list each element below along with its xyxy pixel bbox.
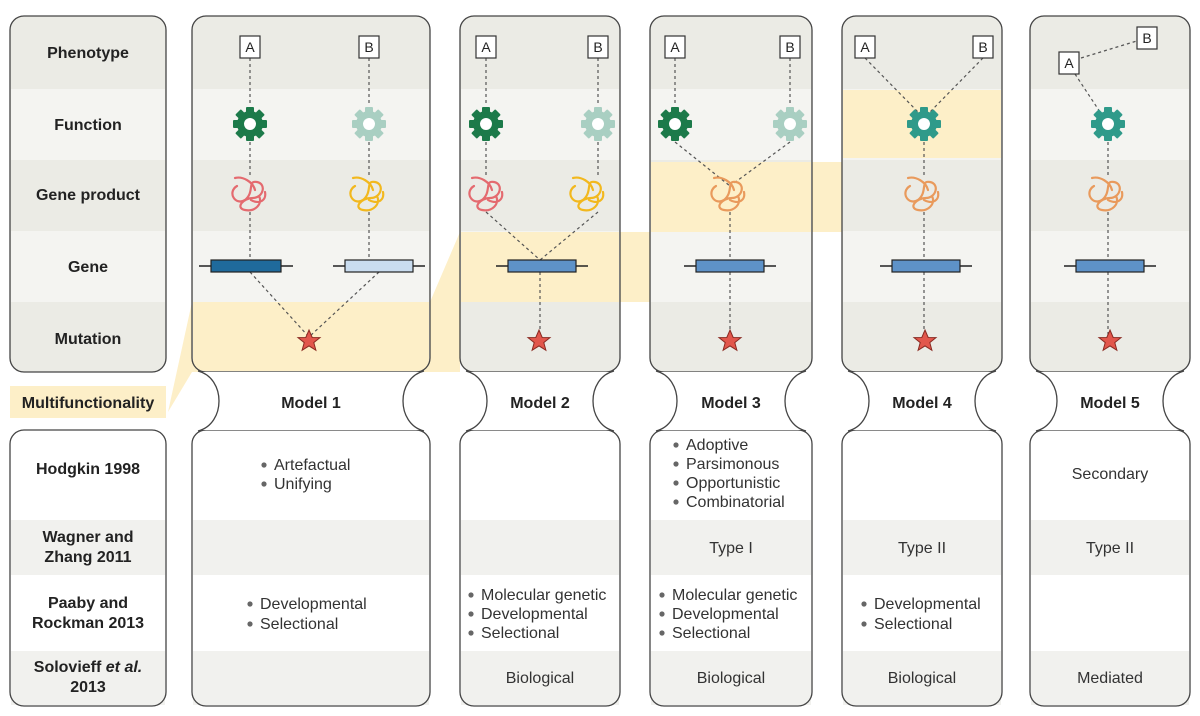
model-5-title: Model 5 [1080,395,1140,412]
hodgkin-model-1-item: Artefactual [274,457,350,474]
row-label-gene: Gene [68,259,108,276]
model-3-title: Model 3 [701,395,761,412]
multifunctionality-label: Multifunctionality [22,395,155,412]
model-3-phenotype-a: A [664,35,686,59]
row-label-wagner-zhang-2011: Zhang 2011 [44,549,131,566]
row-label-paaby-rockman-2013: Paaby and [48,595,128,612]
svg-text:B: B [364,39,373,55]
row-label-phenotype: Phenotype [47,45,129,62]
model-5-phenotype-b: B [1136,26,1158,50]
hodgkin-model-3-item: Combinatorial [686,494,785,511]
paaby-model-3-item-bullet [659,630,665,636]
row-label-mutation: Mutation [55,331,122,348]
reference-label-panel [9,429,167,707]
model-3-gear-light-icon [773,107,807,141]
model-3-phenotype-b: B [779,35,801,59]
svg-text:A: A [670,39,680,55]
paaby-model-1-item-bullet [247,601,253,607]
model-2-gear-dark-icon [469,107,503,141]
model-2-gear-light-icon [581,107,615,141]
hodgkin-model-1-item: Unifying [274,476,332,493]
model-5-gear-teal-icon [1091,107,1125,141]
row-label-hodgkin-1998: Hodgkin 1998 [36,461,140,478]
paaby-model-3-item: Molecular genetic [672,587,797,604]
svg-text:A: A [860,39,870,55]
model-5-gene-icon [1064,259,1156,273]
model-1-gene-light-icon [333,259,425,273]
multifunctionality-label-box [10,386,166,418]
row-label-paaby-rockman-2013: Rockman 2013 [32,615,144,632]
model-3-gene-icon [684,259,776,273]
paaby-model-4-item: Selectional [874,616,952,633]
row-label-panel [9,15,167,373]
paaby-model-4-item-bullet [861,621,867,627]
paaby-model-4-item-bullet [861,601,867,607]
paaby-model-1-item-bullet [247,621,253,627]
paaby-model-3-item: Selectional [672,625,750,642]
model-2-phenotype-a: A [475,35,497,59]
hodgkin-model-3-item: Opportunistic [686,475,780,492]
model-4-gene-icon [880,259,972,273]
model-3-gear-dark-icon [658,107,692,141]
model-4-title: Model 4 [892,395,952,412]
model-1-gear-light-icon [352,107,386,141]
paaby-model-4-item: Developmental [874,596,981,613]
hodgkin-model-3-item-bullet [673,442,679,448]
solovieff-model-5-value: Mediated [1077,670,1143,687]
hodgkin-model-3-item-bullet [673,499,679,505]
model-5-panel: Model 5 [1029,15,1191,707]
wagner-model-3-value: Type I [709,540,753,557]
row-label-solovieff-2013: Solovieff et al. [34,659,142,676]
paaby-model-1-item: Selectional [260,616,338,633]
model-4-gear-teal-icon [907,107,941,141]
hodgkin-model-3-item-bullet [673,480,679,486]
row-label-wagner-zhang-2011: Wagner and [43,529,134,546]
hodgkin-model-3-item-bullet [673,461,679,467]
model-4-phenotype-b: B [972,35,994,59]
model-3-panel: Model 3 [649,15,813,707]
model-1-panel: Model 1 [191,15,431,707]
svg-text:A: A [1064,55,1074,71]
model-1-title: Model 1 [281,395,341,412]
row-label-solovieff-2013-year: 2013 [70,679,106,696]
hodgkin-model-1-item-bullet [261,462,267,468]
wagner-model-4-value: Type II [898,540,946,557]
svg-text:B: B [978,39,987,55]
hodgkin-model-3-item: Parsimonous [686,456,779,473]
model-5-phenotype-a: A [1058,51,1080,75]
paaby-model-2-item: Developmental [481,606,588,623]
paaby-model-2-item-bullet [468,611,474,617]
row-label-gene-product: Gene product [36,187,141,204]
paaby-model-2-item-bullet [468,592,474,598]
model-1-phenotype-a: A [239,35,261,59]
hodgkin-model-5-value: Secondary [1072,466,1149,483]
paaby-model-3-item: Developmental [672,606,779,623]
solovieff-model-3-value: Biological [697,670,765,687]
hodgkin-model-1-item-bullet [261,481,267,487]
hodgkin-model-3-item: Adoptive [686,437,748,454]
svg-text:A: A [481,39,491,55]
paaby-model-1-item: Developmental [260,596,367,613]
svg-text:B: B [785,39,794,55]
svg-text:B: B [1142,30,1151,46]
paaby-model-2-item: Molecular genetic [481,587,606,604]
model-4-phenotype-a: A [854,35,876,59]
paaby-model-2-item-bullet [468,630,474,636]
paaby-model-3-item-bullet [659,611,665,617]
model-1-phenotype-b: B [358,35,380,59]
model-2-gene-icon [496,259,588,273]
paaby-model-2-item: Selectional [481,625,559,642]
wagner-model-5-value: Type II [1086,540,1134,557]
model-1-gear-dark-icon [233,107,267,141]
model-2-phenotype-b: B [587,35,609,59]
model-1-gene-dark-icon [199,259,293,273]
model-2-title: Model 2 [510,395,570,412]
row-label-function: Function [54,117,122,134]
paaby-model-3-item-bullet [659,592,665,598]
solovieff-model-4-value: Biological [888,670,956,687]
solovieff-model-2-value: Biological [506,670,574,687]
svg-text:A: A [245,39,255,55]
svg-text:B: B [593,39,602,55]
